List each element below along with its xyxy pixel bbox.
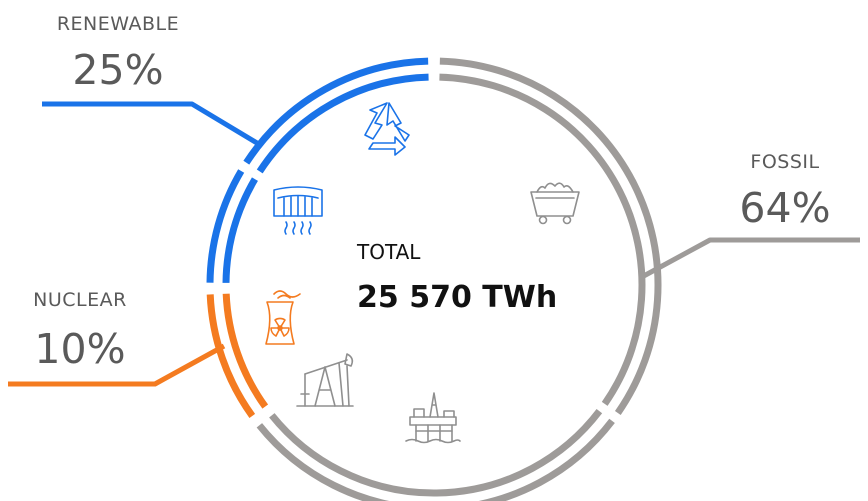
nuclear-leader-line bbox=[8, 343, 226, 387]
fossil-leader-line bbox=[638, 237, 860, 281]
renewable-arc-outer-1 bbox=[206, 169, 245, 283]
renewable-label: RENEWABLE bbox=[57, 13, 179, 35]
recycle-icon bbox=[364, 102, 410, 156]
center-title: TOTAL bbox=[356, 240, 421, 264]
nuclear-label: NUCLEAR bbox=[33, 289, 127, 311]
hydro-dam-icon bbox=[273, 186, 323, 235]
renewable-percent: 25% bbox=[72, 46, 163, 94]
renewable-arc-inner-1 bbox=[222, 177, 258, 283]
renewable-leader-line bbox=[42, 101, 264, 149]
center-value: 25 570 TWh bbox=[357, 280, 557, 315]
fossil-arc-outer-1 bbox=[439, 57, 662, 415]
fossil-arc-inner-2 bbox=[269, 409, 603, 497]
renewable-arc-outer-2 bbox=[243, 57, 429, 165]
fossil-percent: 64% bbox=[739, 184, 830, 232]
nuclear-plant-icon bbox=[265, 290, 301, 345]
fossil-arc-inner-1 bbox=[439, 73, 646, 406]
fossil-arc-outer-2 bbox=[256, 418, 615, 501]
fossil-label: FOSSIL bbox=[750, 151, 819, 173]
oil-platform-icon bbox=[405, 392, 461, 444]
renewable-arc-inner-2 bbox=[256, 73, 429, 174]
oil-pump-jack-icon bbox=[296, 353, 354, 407]
nuclear-percent: 10% bbox=[34, 325, 125, 373]
coal-cart-icon bbox=[530, 182, 580, 225]
nuclear-arc-outer-1 bbox=[206, 294, 256, 418]
donut-rings bbox=[206, 57, 662, 501]
nuclear-arc-inner-1 bbox=[222, 293, 269, 409]
